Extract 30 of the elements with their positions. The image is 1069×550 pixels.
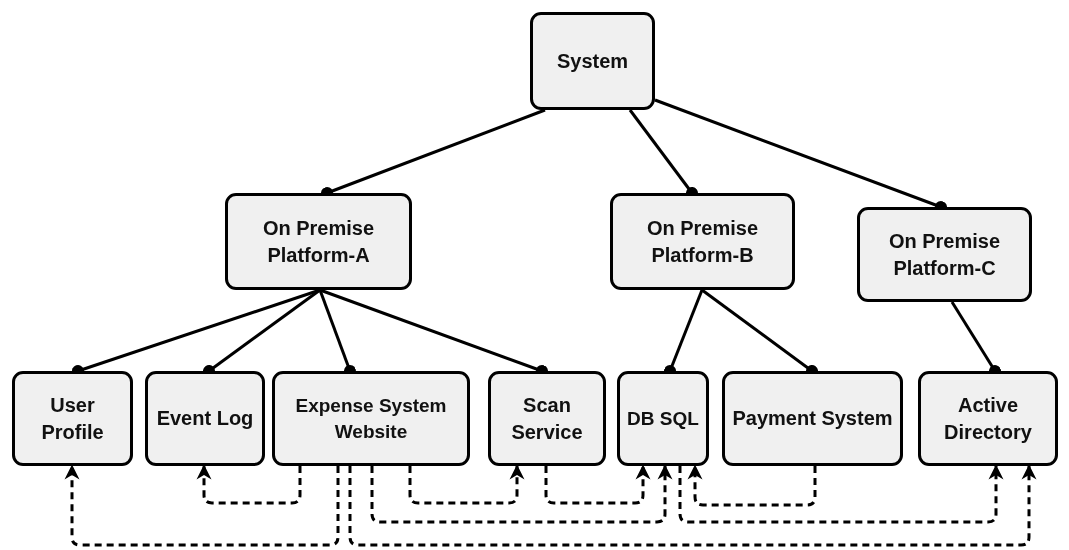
box-label: DB SQL: [627, 406, 699, 431]
process-box: [722, 371, 903, 466]
process-box: [617, 371, 709, 466]
dashed-arrow: [544, 464, 651, 505]
dashed-arrow: [196, 464, 302, 505]
process-box: [225, 193, 412, 290]
box-label: Expense System Website: [294, 393, 448, 444]
box-label: On Premise Platform-C: [887, 228, 1002, 281]
process-box: [272, 371, 470, 466]
process-box: [530, 12, 655, 110]
box-label: User Profile: [40, 392, 105, 445]
process-box: [12, 371, 133, 466]
dashed-arrow: [408, 464, 525, 505]
process-box: [918, 371, 1058, 466]
dashed-arrow: [678, 464, 1004, 524]
process-box: [145, 371, 265, 466]
dashed-arrow: [370, 464, 673, 524]
box-label: System: [556, 48, 629, 74]
process-box: [488, 371, 606, 466]
dashed-arrow: [348, 464, 1037, 547]
process-box: [610, 193, 795, 290]
box-label: On Premise Platform-A: [261, 215, 376, 268]
box-label: Payment System: [732, 406, 893, 431]
box-label: On Premise Platform-B: [645, 215, 760, 268]
dashed-arrow: [64, 464, 340, 547]
box-label: Scan Service: [510, 392, 584, 445]
dashed-arrow: [687, 464, 817, 507]
box-label: Event Log: [156, 406, 254, 431]
process-box: [857, 207, 1032, 302]
box-label: Active Directory: [943, 392, 1033, 445]
